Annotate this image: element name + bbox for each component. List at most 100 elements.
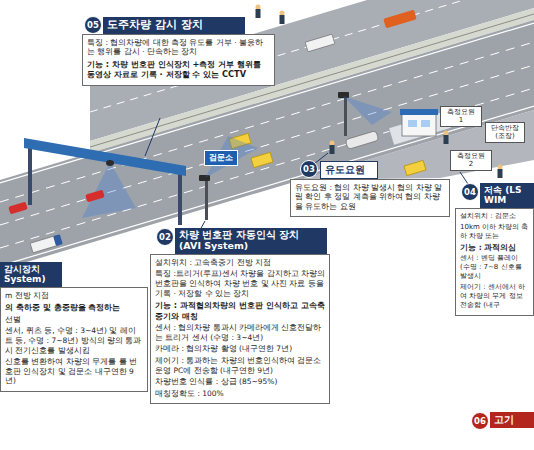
checkpoint-building — [408, 120, 417, 127]
spec-text: 신호를 변환하여 차량의 무게를 를 번호판 인식장치 및 검문소 내구연한 9… — [5, 357, 143, 386]
callout-body: 설치위치 : 고속축중기 전방 지점특징 :트리거(루프)센서 차량을 감지하고… — [150, 254, 330, 405]
function-text: 의 축하중 및 총중량을 측정하는 — [5, 302, 143, 313]
function-text: 기능 : 차량 번호판 인식장치 +측정 거부 행위를 동영상 자료로 기록 ·… — [87, 59, 270, 80]
spec-text: 특징 :트리거(루프)센서 차량을 감지하고 차량의 번호판을 인식하여 차량 … — [155, 269, 325, 298]
staff-tag: 단속반장 (조장) — [485, 122, 525, 143]
spec-text: 특징 : 협의차량에 대한 측정 유도를 거부 · 불응하는 행위를 감시 · … — [87, 38, 270, 57]
checkpoint-building — [400, 109, 438, 115]
callout-heading: 차량 번호판 자동인식 장치 (AVI System) — [175, 228, 327, 254]
spec-text: 설치위치 : 검문소 — [460, 212, 529, 221]
checkpoint-building — [421, 120, 430, 127]
staff-label: 측정요원 1 — [444, 108, 478, 125]
checkpoint-building — [402, 114, 436, 136]
callout-number: 04 — [461, 183, 479, 201]
callout-heading: 도주차량 감시 장치 — [103, 17, 245, 34]
staff-figure — [498, 165, 503, 170]
function-text: 기능 : 과적협의차량의 번호판 인식하고 고속축중기와 매칭 — [155, 300, 325, 321]
staff-figure — [330, 141, 335, 155]
checkpoint-cctv-pole — [338, 92, 392, 136]
staff-figure — [330, 145, 335, 154]
spec-text: 센서 : 벤딩 플레이 (수명 : 7~8 신호를 발생시 — [460, 254, 529, 281]
spec-text: 카메라 : 협의차량 촬영 (내구연한 7년) — [155, 344, 325, 354]
staff-figure — [444, 135, 449, 144]
callout-heading: 감시장치 System) — [0, 262, 62, 287]
avi-camera-pole — [205, 136, 258, 178]
main-carriageway — [300, 110, 534, 180]
device-callout: 차량 번호판 자동인식 장치 (AVI System)설치위치 : 고속축중기 … — [150, 228, 330, 404]
avi-camera-pole — [205, 180, 208, 220]
gantry — [28, 143, 32, 205]
spec-text: 제어기 : 센서에서 하여 차량의 무게 정보 전송함 (내구 — [460, 283, 529, 310]
staff-figure — [280, 11, 285, 25]
callout-number: 06 — [471, 412, 489, 430]
checkpoint-cctv-pole — [338, 92, 349, 98]
spec-text: 설치위치 : 고속축중기 전방 지점 — [155, 258, 325, 268]
device-callout: 감시장치 System)m 전방 지점의 축하중 및 총중량을 측정하는선별센서… — [0, 262, 148, 392]
avi-camera-pole — [199, 136, 258, 220]
checkpoint-cctv-pole — [343, 96, 392, 125]
leader-line — [145, 118, 160, 156]
gantry — [82, 162, 136, 218]
spec-text: 매칭정확도 : 100% — [155, 389, 325, 399]
vehicle — [85, 190, 105, 203]
checkpoint-cctv-pole — [344, 96, 347, 136]
staff-figure — [330, 141, 335, 146]
staff-figure — [444, 131, 449, 136]
callout-body: m 전방 지점의 축하중 및 총중량을 측정하는선별센서, 퀴츠 등, 수명 :… — [0, 287, 148, 392]
gantry — [24, 138, 186, 176]
staff-label: 측정요원 2 — [454, 152, 488, 169]
staff-figure — [498, 169, 503, 178]
callout-heading: 유도요원 — [320, 161, 378, 179]
spec-text: 센서 : 협의차량 통과시 카메라에게 신호전달하는 트리거 센서 (수명 : … — [155, 323, 325, 342]
spec-text: 유도요원 : 협의 차량 발생시 협의 차량 알림 확인 후 정밀 계측을 위하… — [295, 183, 445, 212]
device-callout: 저속 (LS WIM 설치위치 : 검문소 10km 이하 차량의 축하 차량 또는… — [455, 183, 534, 316]
callout-body: 특징 : 협의차량에 대한 측정 유도를 거부 · 불응하는 행위를 감시 · … — [82, 34, 275, 86]
device-callout: 고기 — [490, 412, 534, 428]
staff-tag: 측정요원 2 — [450, 150, 492, 171]
weigh-pad — [404, 160, 426, 175]
vehicle — [53, 234, 63, 246]
staff-tag: 측정요원 1 — [440, 106, 482, 127]
main-carriageway — [0, 65, 534, 225]
staff-figure — [256, 5, 261, 19]
spec-text: 선별 — [5, 315, 143, 325]
staff-figure — [256, 9, 261, 18]
staff-figure — [256, 5, 261, 10]
spec-text: m 전방 지점 — [5, 291, 143, 301]
vehicle — [305, 34, 335, 52]
callout-body: 유도요원 : 협의 차량 발생시 협의 차량 알림 확인 후 정밀 계측을 위하… — [290, 179, 450, 218]
main-carriageway — [0, 20, 534, 270]
callout-heading: 고기 — [490, 412, 534, 428]
main-carriageway — [0, 23, 534, 183]
staff-figure — [444, 131, 449, 145]
staff-figure — [280, 15, 285, 24]
spec-text: 차량번호 인식률 : 상급 (85~95%) — [155, 377, 325, 387]
main-carriageway — [0, 106, 534, 266]
weigh-pad — [251, 152, 273, 167]
device-callout: 도주차량 감시 장치특징 : 협의차량에 대한 측정 유도를 거부 · 불응하는… — [82, 17, 275, 86]
callout-heading: 저속 (LS WIM — [480, 183, 534, 208]
leader-line — [145, 118, 468, 230]
gantry — [106, 160, 114, 166]
staff-figure — [280, 11, 285, 16]
callout-number: 02 — [156, 228, 174, 246]
vehicle — [383, 10, 417, 29]
callout-number: 03 — [300, 160, 318, 178]
callout-number: 05 — [84, 16, 102, 34]
staff-figure — [498, 165, 503, 179]
callout-body: 설치위치 : 검문소 10km 이하 차량의 축하 차량 또는기능 : 과적의심센… — [455, 208, 534, 316]
sign-text: 검문소 — [207, 153, 235, 163]
spec-text: 10km 이하 차량의 축하 차량 또는 — [460, 223, 529, 241]
staff-figure — [256, 5, 503, 179]
staff-label: 단속반장 (조장) — [489, 124, 521, 141]
spec-text: 센서, 퀴츠 등, 수명 : 3~4년) 및 레이트 등, 수명 : 7~8년)… — [5, 326, 143, 355]
vehicle — [8, 202, 28, 215]
main-carriageway — [0, 88, 534, 248]
road-sign: 검문소 — [204, 150, 238, 166]
vehicle — [345, 131, 379, 150]
spec-text: 제어기 : 통과하는 차량의 번호인식하여 검문소 운영 PC에 전송함 (내구… — [155, 356, 325, 375]
gantry — [178, 170, 182, 225]
function-text: 기능 : 과적의심 — [460, 243, 529, 253]
